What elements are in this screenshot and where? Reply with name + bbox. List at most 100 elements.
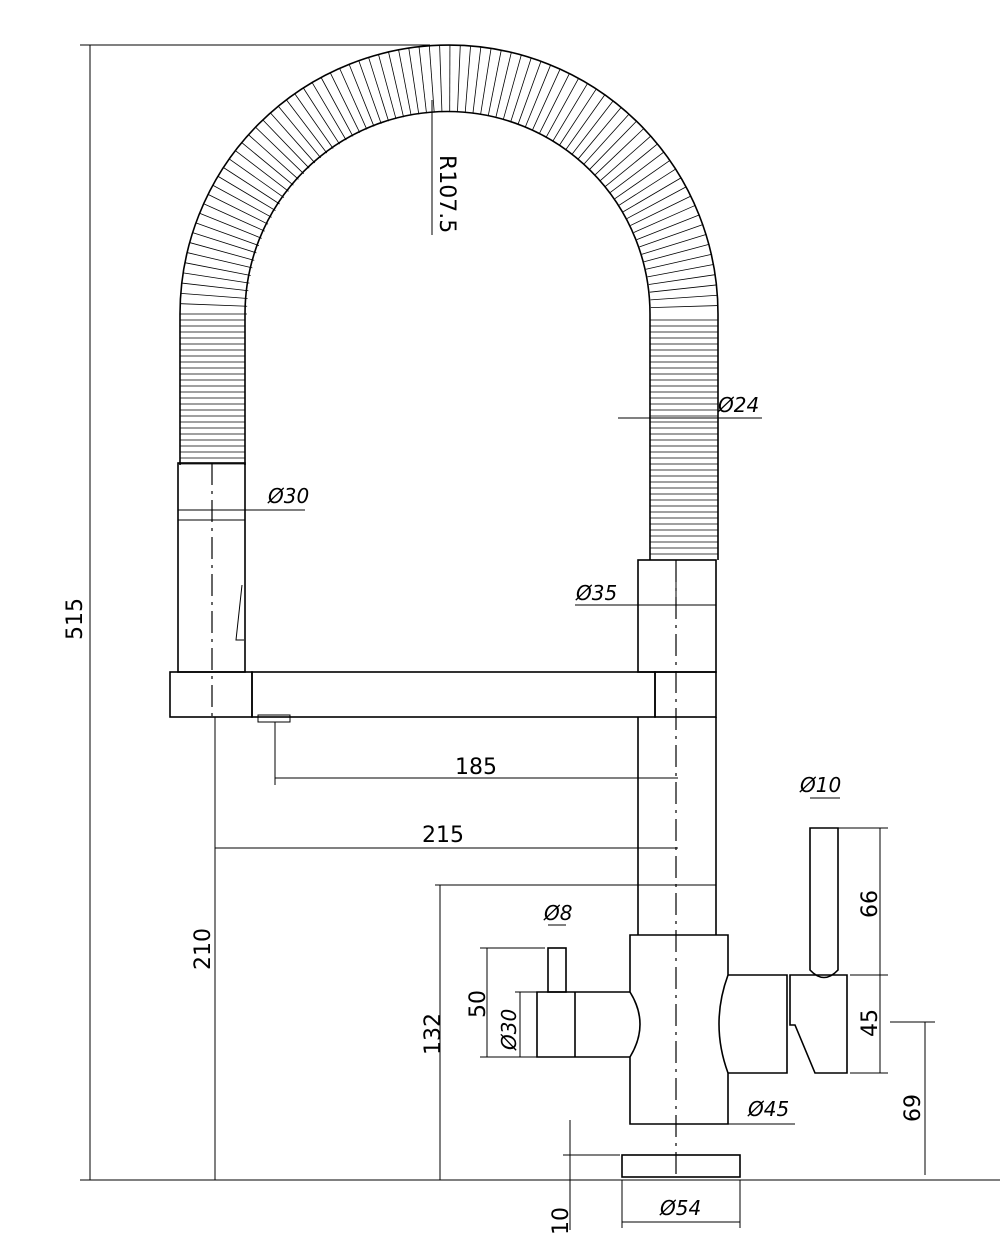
hose-rib: [408, 47, 420, 115]
hose-rib: [648, 274, 716, 285]
dim-side-knob-diameter: Ø30: [497, 1009, 521, 1051]
hose-rib: [650, 305, 718, 309]
hose-rib: [398, 49, 412, 116]
dim-lever-height: 66: [858, 890, 883, 918]
hose-rib: [212, 184, 272, 218]
hose-rib: [184, 262, 251, 276]
hose-rib: [610, 151, 665, 193]
hose-rib: [565, 94, 606, 150]
hose-rib: [270, 112, 316, 164]
hose-rib: [487, 50, 502, 116]
hose-rib: [650, 294, 718, 301]
hose-rib: [388, 51, 404, 118]
hose-rib: [223, 167, 280, 205]
hose-rib: [589, 120, 637, 170]
hose-rib: [241, 142, 294, 186]
hose-rib: [552, 83, 588, 142]
hose-rib: [571, 100, 614, 155]
flexible-hose: [179, 44, 719, 560]
hose-rib: [618, 168, 676, 206]
hose-rib: [294, 93, 334, 149]
dim-base-diameter: Ø54: [659, 1196, 701, 1220]
dim-lever-diameter: Ø10: [799, 773, 841, 797]
hose-rib: [348, 64, 375, 127]
dim-hose-radius: R107.5: [434, 155, 459, 233]
hose-rib: [647, 264, 714, 278]
hose-rib: [517, 61, 542, 125]
hose-rib: [645, 254, 712, 270]
dim-collar-diameter: Ø35: [575, 581, 617, 605]
dim-side-knob-height: 50: [466, 990, 491, 1018]
dimension-lines: [80, 44, 1000, 1230]
hose-rib: [605, 143, 658, 187]
faucet-body: [211, 463, 848, 1180]
dim-spray-head-diameter: Ø30: [267, 484, 309, 508]
hose-ribbing: [180, 45, 718, 555]
hose-rib: [339, 68, 368, 130]
hose-rib: [180, 303, 248, 307]
hose-rib: [539, 73, 570, 134]
dim-overall-height: 515: [63, 598, 88, 640]
dim-base-thickness: 10: [549, 1207, 574, 1235]
hose-rib: [595, 128, 645, 175]
hose-rib: [545, 78, 579, 138]
spout: [251, 559, 717, 935]
hose-rib: [207, 194, 269, 225]
hose-rib: [195, 222, 260, 246]
hose-rib: [577, 107, 622, 160]
hose-rib: [630, 195, 691, 226]
hose-rib: [510, 57, 532, 122]
dim-lever-housing-elevation: 69: [901, 1094, 926, 1122]
hose-rib: [472, 46, 482, 114]
hose-rib: [457, 45, 461, 113]
hose-rib: [614, 160, 671, 200]
hose-rib: [495, 52, 512, 118]
hose-rib: [320, 77, 354, 137]
hose-rib: [633, 205, 696, 233]
dim-lever-housing-height: 45: [858, 1009, 883, 1037]
dim-body-diameter: Ø45: [747, 1097, 789, 1121]
hose-rib: [649, 284, 717, 293]
hose-rib: [480, 48, 492, 115]
hose-rib: [311, 82, 347, 141]
hose-rib: [524, 64, 552, 128]
hose-rib: [262, 119, 310, 169]
hose-rib: [583, 113, 630, 165]
hose-rib: [464, 45, 471, 113]
hose-rib: [559, 88, 597, 146]
hose-rib: [641, 234, 707, 255]
hose-rib: [368, 57, 389, 122]
hose-rib: [192, 232, 257, 254]
hose-rib: [418, 46, 427, 114]
dim-spout-clearance: 210: [191, 928, 216, 970]
hose-rib: [636, 214, 700, 241]
hose-rib: [189, 242, 255, 261]
hose-rib: [248, 134, 299, 180]
hose-rib: [217, 175, 276, 211]
hose-rib: [502, 54, 522, 120]
hose-rib: [181, 282, 249, 292]
hose-rib: [639, 224, 703, 248]
hose-rib: [378, 54, 397, 120]
hose-rib: [203, 203, 265, 232]
hose-rib: [439, 45, 443, 113]
hose-rib: [302, 87, 340, 145]
hose-rib: [187, 252, 253, 269]
hose-rib: [532, 68, 561, 131]
hose-rib: [255, 126, 304, 174]
hose-rib: [180, 292, 248, 299]
hose-rib: [329, 72, 361, 133]
hose-rib: [428, 45, 435, 113]
hose-rib: [199, 212, 262, 239]
hose-rib: [358, 60, 382, 124]
dim-spout-reach-nozzle: 185: [455, 755, 497, 780]
dim-body-height: 132: [421, 1013, 446, 1055]
hose-rib: [235, 150, 289, 192]
hose-rib: [228, 158, 285, 198]
dim-side-knob-stem: Ø8: [543, 901, 572, 925]
hose-rib: [600, 135, 652, 181]
hose-rib: [626, 186, 687, 219]
hose-rib: [277, 105, 322, 159]
dim-hose-diameter: Ø24: [717, 393, 759, 417]
